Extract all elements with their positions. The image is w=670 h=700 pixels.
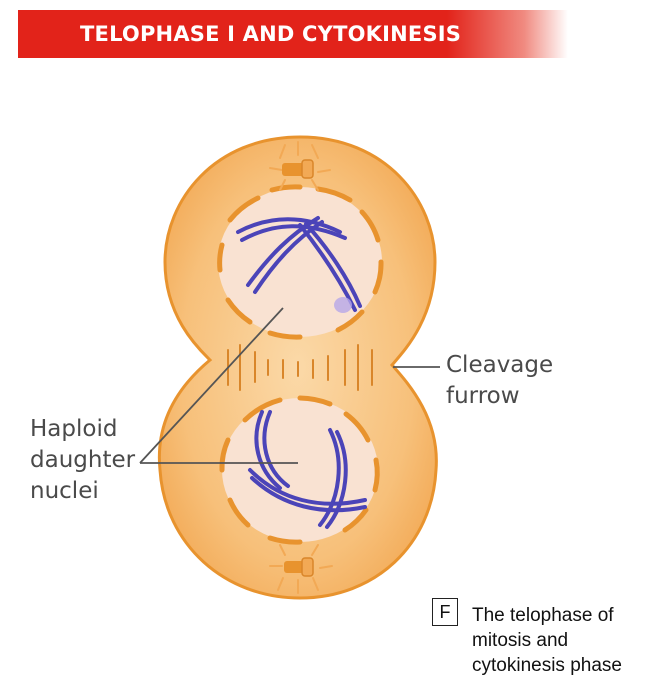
caption-line-1: The telophase of: [472, 605, 614, 626]
upper-nuclear-envelope: [217, 184, 384, 340]
cleavage-furrow-label: Cleavage furrow: [446, 350, 553, 412]
lower-nuclear-envelope: [219, 395, 380, 545]
haploid-label-line-3: nuclei: [30, 478, 99, 504]
banner-title: TELOPHASE I AND CYTOKINESIS: [80, 22, 462, 46]
figure-letter: F: [439, 601, 451, 622]
haploid-label-line-1: Haploid: [30, 416, 118, 442]
haploid-nuclei-label: Haploid daughter nuclei: [30, 414, 135, 507]
lower-chromosomes: [248, 410, 367, 529]
cleavage-label-line-2: furrow: [446, 383, 520, 409]
caption-line-3: cytokinesis phase: [472, 655, 622, 676]
title-banner: TELOPHASE I AND CYTOKINESIS: [18, 10, 568, 58]
caption-line-2: mitosis and: [472, 630, 569, 651]
haploid-label-line-2: daughter: [30, 447, 136, 473]
figure-caption: The telophase of mitosis and cytokinesis…: [472, 603, 662, 678]
cleavage-label-line-1: Cleavage: [446, 352, 554, 378]
lower-centrosome: [269, 544, 333, 594]
cleavage-lines: [227, 344, 373, 391]
upper-centrosome: [269, 141, 331, 191]
figure-letter-box: F: [432, 598, 458, 626]
leader-lines: [139, 307, 440, 464]
